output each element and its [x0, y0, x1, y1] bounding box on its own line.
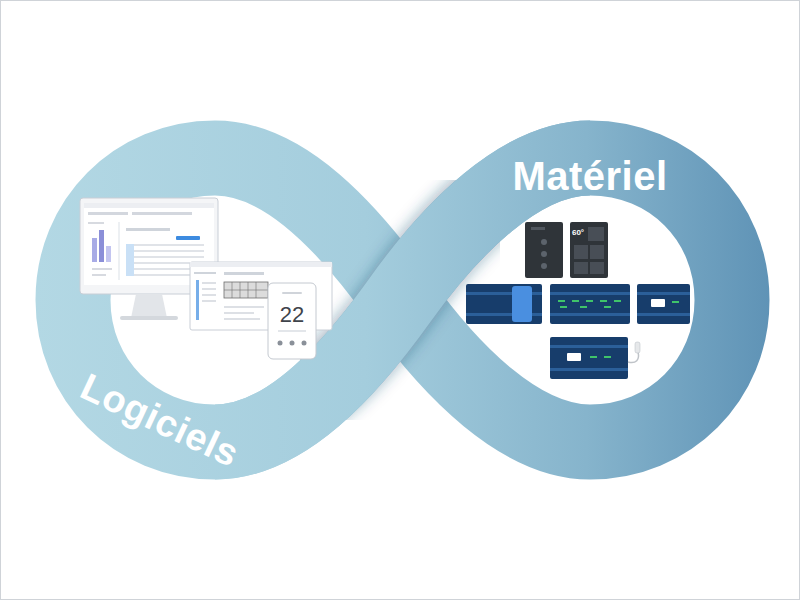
- io-module-part: [580, 306, 587, 308]
- desktop-monitor-part: [84, 203, 214, 208]
- sensor-module-part: [590, 356, 597, 358]
- floor-plan-window-part: [196, 280, 199, 320]
- sensor-module: [550, 337, 640, 379]
- floor-plan-window-part: [202, 282, 216, 284]
- touch-panel-part: [588, 227, 604, 241]
- io-module-part: [550, 313, 630, 316]
- temperature-reading: 60°: [572, 229, 584, 237]
- touch-panel-part: [590, 262, 604, 274]
- io-module-part: [604, 306, 611, 308]
- infinity-outline-part: [215, 158, 590, 442]
- desktop-monitor-part: [131, 294, 167, 318]
- floor-plan-window-part: [224, 312, 254, 314]
- temperature-reading: 22: [280, 304, 304, 326]
- desktop-monitor-part: [126, 228, 170, 231]
- touch-panel-part: [590, 245, 604, 259]
- touch-panel-part: [570, 222, 608, 278]
- floor-plan-window-part: [202, 300, 216, 302]
- thermostat-part: [282, 292, 302, 294]
- controller-module-part: [466, 284, 542, 324]
- floor-plan-window-part: [202, 294, 216, 296]
- desktop-monitor-part: [126, 244, 134, 276]
- controller-module-part: [512, 286, 532, 322]
- control-panel-part: [541, 239, 547, 245]
- gateway-module-part: [651, 299, 665, 307]
- floor-plan-window-part: [190, 262, 332, 267]
- floor-plan-window-part: [224, 282, 268, 298]
- thermostat-part: [278, 330, 306, 332]
- desktop-monitor-part: [176, 236, 200, 240]
- io-module-part: [558, 300, 565, 302]
- io-module: [550, 284, 630, 324]
- floor-plan-window-part: [224, 318, 260, 320]
- thermostat-part: [302, 341, 307, 346]
- gateway-module-part: [672, 301, 679, 303]
- floor-plan-window-part: [194, 272, 216, 274]
- infinity-outline-part: [73, 158, 732, 442]
- sensor-module-part: [604, 356, 611, 358]
- floor-plan-window-part: [224, 306, 264, 308]
- desktop-monitor-part: [126, 244, 204, 246]
- io-module-part: [560, 306, 567, 308]
- control-panel: [525, 222, 563, 278]
- controller-module: [466, 284, 542, 324]
- desktop-monitor-part: [88, 222, 104, 224]
- sensor-module-part: [567, 353, 581, 361]
- gateway-module: [637, 284, 690, 324]
- io-module-part: [550, 292, 630, 295]
- gateway-module-part: [637, 292, 690, 295]
- gateway-module-part: [637, 313, 690, 316]
- desktop-monitor-part: [88, 212, 128, 215]
- io-module-part: [614, 300, 621, 302]
- control-panel-part: [541, 263, 547, 269]
- thermostat-part: [268, 283, 316, 359]
- floor-plan-window-part: [224, 282, 268, 298]
- gateway-module-part: [637, 284, 690, 324]
- touch-panel-part: [574, 245, 588, 259]
- desktop-monitor-part: [92, 268, 112, 270]
- io-module-part: [586, 300, 593, 302]
- sensor-module-part: [550, 345, 628, 348]
- control-panel-part: [525, 222, 563, 278]
- desktop-monitor-part: [99, 230, 104, 262]
- floor-plan-window-part: [224, 272, 264, 275]
- sensor-module-part: [628, 352, 639, 363]
- touch-panel-part: [574, 262, 588, 274]
- touch-panel: [570, 222, 608, 278]
- io-module-part: [572, 300, 579, 302]
- desktop-monitor-part: [106, 246, 111, 262]
- band-heading: Matériel: [512, 156, 667, 196]
- control-panel-part: [531, 227, 545, 230]
- thermostat-part: [290, 341, 295, 346]
- thermostat-part: [278, 341, 283, 346]
- desktop-monitor-part: [132, 212, 192, 215]
- sensor-module-part: [550, 368, 628, 371]
- desktop-monitor-part: [126, 256, 204, 258]
- control-panel-part: [541, 251, 547, 257]
- desktop-monitor-part: [126, 250, 204, 252]
- desktop-monitor-part: [92, 238, 97, 262]
- desktop-monitor-part: [120, 316, 178, 320]
- desktop-monitor-part: [92, 274, 106, 276]
- sensor-module-part: [550, 337, 628, 379]
- io-module-part: [600, 300, 607, 302]
- thermostat: [268, 283, 316, 359]
- io-module-part: [550, 284, 630, 324]
- sensor-module-part: [635, 342, 640, 353]
- desktop-monitor-part: [118, 222, 120, 280]
- floor-plan-window-part: [202, 288, 216, 290]
